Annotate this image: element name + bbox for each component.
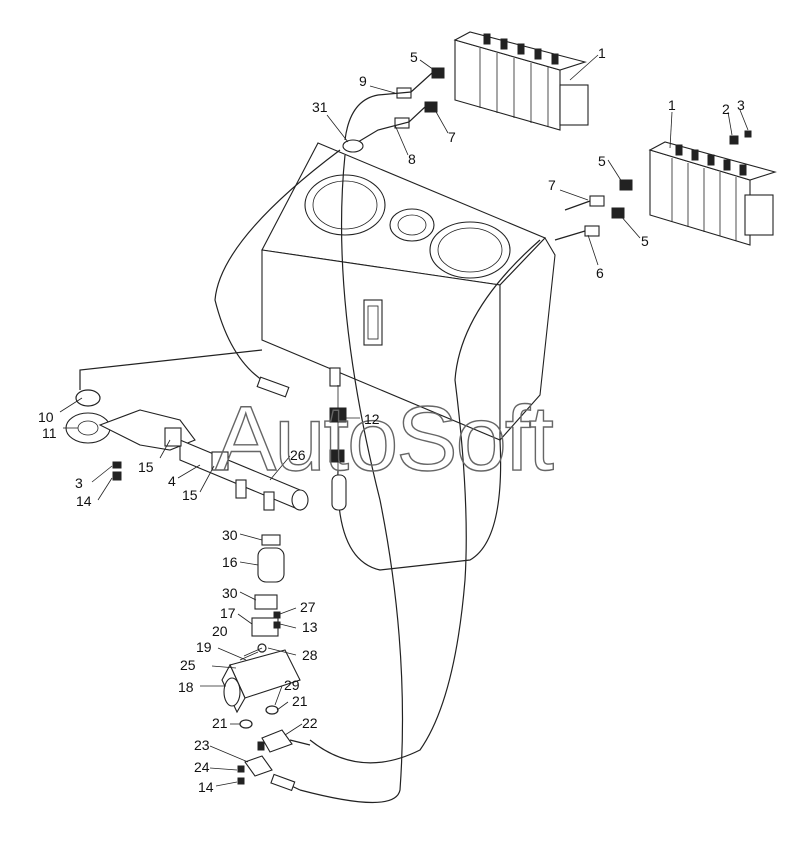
- callout-7: 7: [548, 177, 556, 193]
- callout-5: 5: [641, 233, 649, 249]
- hydraulic-tank: [261, 142, 556, 571]
- callout-19: 19: [196, 639, 212, 655]
- callout-21: 21: [292, 693, 308, 709]
- callout-13: 13: [302, 619, 318, 635]
- callout-14: 14: [76, 493, 92, 509]
- callout-25: 25: [180, 657, 196, 673]
- callout-22: 22: [302, 715, 318, 731]
- callout-20: 20: [212, 623, 228, 639]
- callout-1: 1: [598, 45, 606, 61]
- callout-16: 16: [222, 554, 238, 570]
- suction-pipe-assembly: [65, 385, 347, 511]
- callout-15: 15: [138, 459, 154, 475]
- control-valve-upper: [453, 31, 589, 131]
- control-valve-right: [648, 130, 777, 246]
- valve-fittings: [342, 67, 633, 241]
- callout-8: 8: [408, 151, 416, 167]
- callout-6: 6: [596, 265, 604, 281]
- callout-17: 17: [220, 605, 236, 621]
- callout-29: 29: [284, 677, 300, 693]
- callout-labels: 1 1 2 3 3 4 5 5 5 6 7 7 8 9 10 11 12 13 …: [38, 45, 745, 795]
- callout-21: 21: [212, 715, 228, 731]
- callout-28: 28: [302, 647, 318, 663]
- callout-26: 26: [290, 447, 306, 463]
- callout-15: 15: [182, 487, 198, 503]
- watermark-text: AutoSoft: [215, 388, 553, 490]
- callout-14: 14: [198, 779, 214, 795]
- callout-11: 11: [42, 425, 57, 441]
- callout-12: 12: [364, 411, 380, 427]
- callout-7: 7: [448, 129, 456, 145]
- callout-10: 10: [38, 409, 54, 425]
- callout-18: 18: [178, 679, 194, 695]
- callout-5: 5: [598, 153, 606, 169]
- leader-lines: [59, 54, 749, 787]
- callout-5: 5: [410, 49, 418, 65]
- callout-24: 24: [194, 759, 210, 775]
- callout-31: 31: [312, 99, 328, 115]
- callout-1: 1: [668, 97, 676, 113]
- pump-stack: [221, 534, 311, 792]
- callout-23: 23: [194, 737, 210, 753]
- callout-27: 27: [300, 599, 316, 615]
- callout-30: 30: [222, 527, 238, 543]
- callout-9: 9: [359, 73, 367, 89]
- callout-30: 30: [222, 585, 238, 601]
- callout-3: 3: [75, 475, 83, 491]
- callout-3: 3: [737, 97, 745, 113]
- callout-2: 2: [722, 101, 730, 117]
- callout-4: 4: [168, 473, 176, 489]
